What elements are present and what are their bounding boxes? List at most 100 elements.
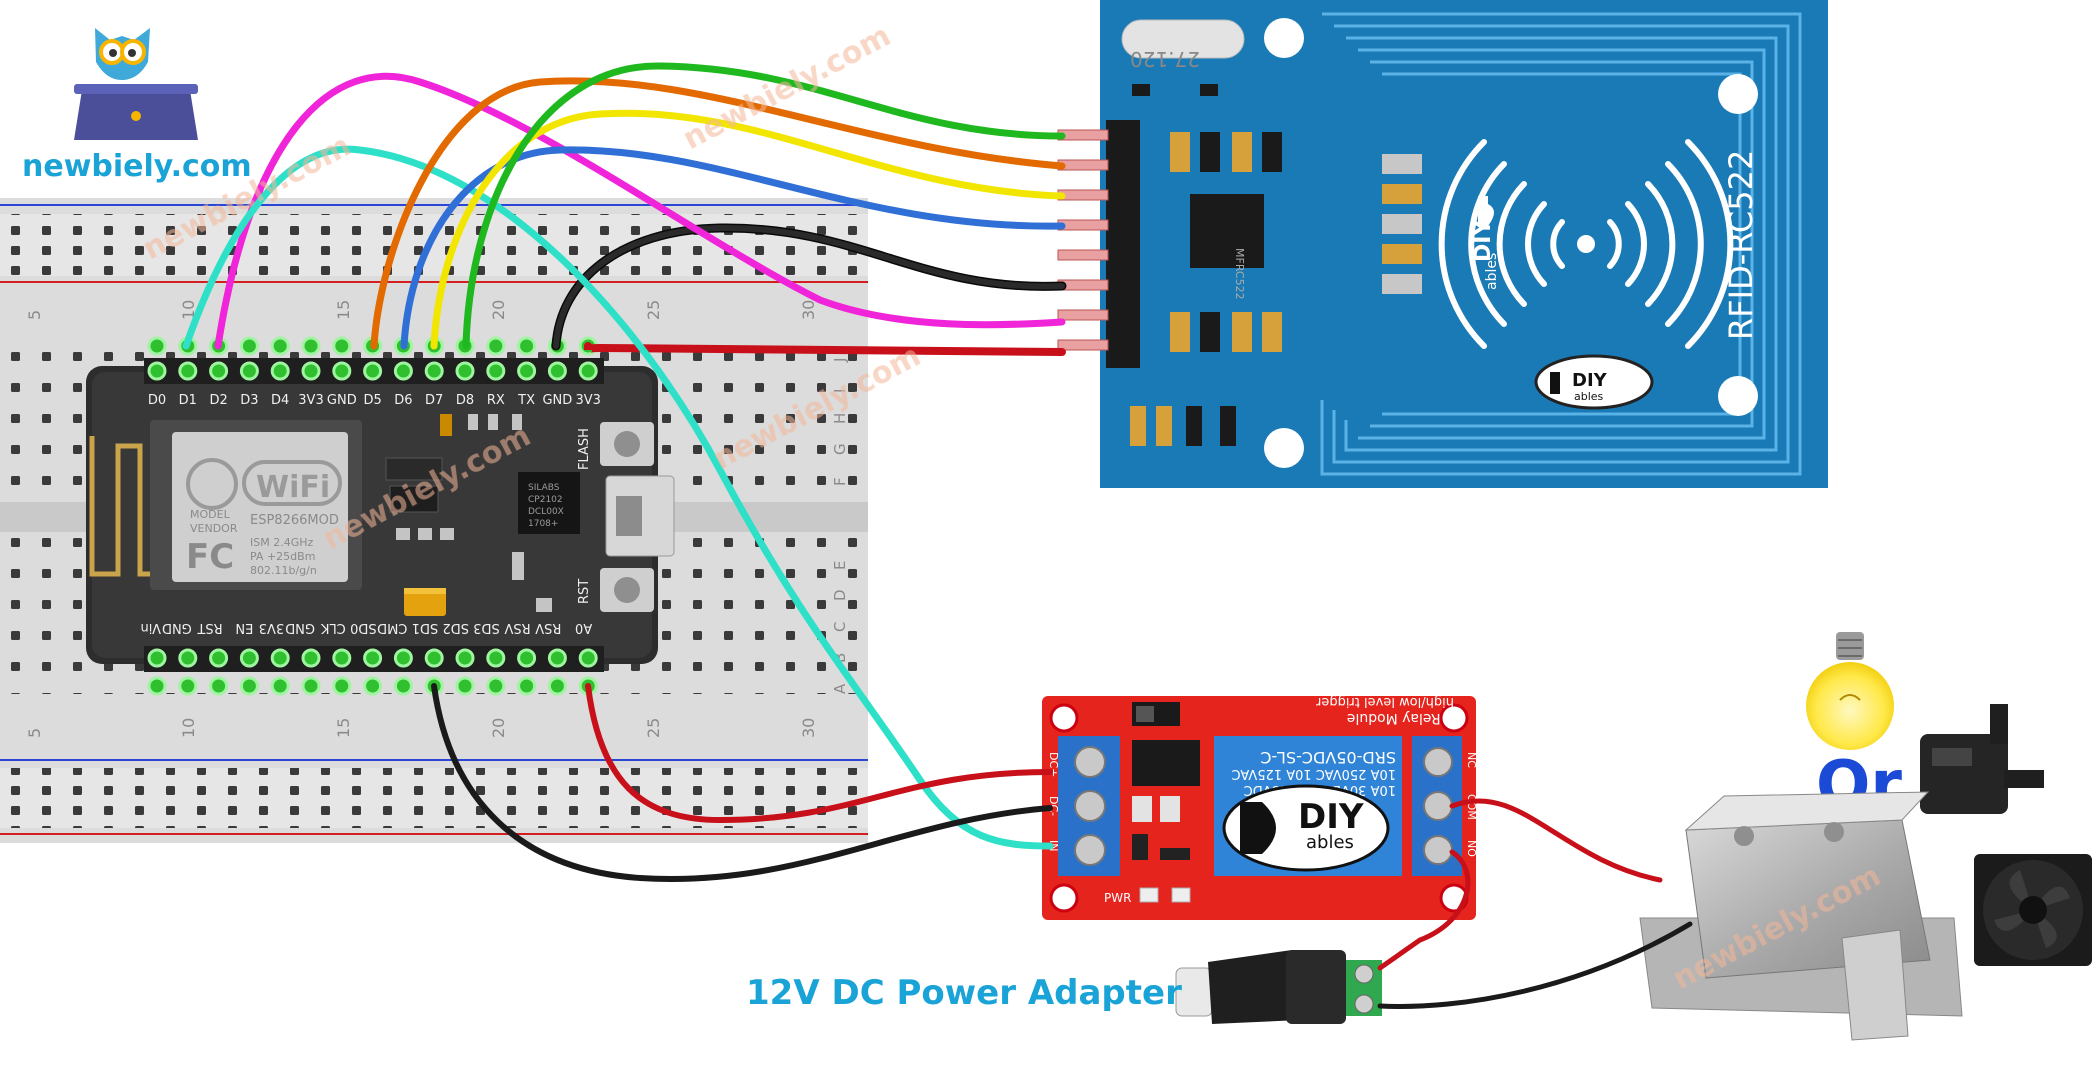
relay-title: 1 Relay Module: [1347, 710, 1454, 726]
wire-blue: [400, 146, 1066, 350]
bottom-pin-hole: [209, 676, 229, 696]
col-number: 5: [25, 728, 44, 738]
rfid-logo-sub: ables: [1484, 253, 1500, 290]
top-pin-hole: [517, 336, 537, 356]
module-line: ESP8266MOD: [250, 513, 339, 528]
top-pin-label: GND: [542, 393, 572, 408]
water-pump-icon: [1920, 704, 2044, 814]
col-number: 10: [179, 718, 198, 738]
input-terminal-block: [1058, 736, 1120, 876]
top-pin-label: D2: [209, 393, 227, 408]
top-pin-pad: [393, 361, 413, 381]
module-line: 802.11b/g/n: [250, 564, 317, 577]
pwr-led: PWR: [1104, 887, 1191, 905]
bottom-pin-pad: [486, 648, 506, 668]
top-pin-label: GND: [327, 393, 357, 408]
top-pin-label: D1: [179, 393, 197, 408]
breadboard-column-numbers-bottom: 5 10 15 20 25 30: [25, 718, 818, 738]
relay-subtitle: high/low level trigger: [1315, 694, 1454, 709]
row-letter: H: [831, 413, 849, 424]
relay-module: 1 Relay Module high/low level trigger DC…: [1042, 694, 1478, 920]
wire-green: [462, 62, 1066, 350]
col-number: 25: [644, 300, 663, 320]
relay-logo-sub: ables: [1306, 832, 1354, 853]
rst-button[interactable]: [600, 568, 654, 612]
bottom-pin-pad: [301, 648, 321, 668]
rfid-rc522-board: RFID-RC522 DIY ables DIY ables 27.120 MF…: [1057, 0, 1828, 488]
wire-magenta: [214, 72, 1066, 350]
relay-pin-in: IN: [1047, 840, 1060, 851]
bottom-pin-label: EN: [235, 620, 253, 635]
solenoid-lock-icon: [1639, 791, 1963, 1041]
relay-line: 10A 250VAC 10A 125VAC: [1232, 766, 1397, 781]
row-letter: G: [831, 443, 849, 455]
bottom-pin-hole: [270, 676, 290, 696]
top-pin-label: D6: [394, 393, 412, 408]
rfid-label: RFID-RC522: [1722, 150, 1760, 340]
top-pin-hole: [270, 336, 290, 356]
flash-label: FLASH: [577, 428, 592, 470]
top-pin-pad: [578, 361, 598, 381]
bottom-pin-hole: [517, 676, 537, 696]
module-line: MODEL: [190, 508, 231, 521]
bottom-pin-label: Vin: [141, 620, 161, 635]
bottom-pin-pad: [239, 648, 259, 668]
flash-button[interactable]: [600, 422, 654, 466]
top-pin-pad: [363, 361, 383, 381]
rf-waves-icon: [1438, 139, 1734, 349]
diyables-logo-icon: DIY ables: [1471, 196, 1500, 290]
top-pin-label: D3: [240, 393, 258, 408]
wire-orange: [370, 77, 1066, 350]
row-letter: E: [831, 561, 849, 570]
usb-uart-chip: SILABS CP2102 DCL00X 1708+: [518, 472, 580, 534]
bottom-pin-hole: [178, 676, 198, 696]
wifi-logo-icon: WiFi: [186, 458, 342, 510]
bottom-pin-pad: [270, 648, 290, 668]
micro-usb-port: [605, 475, 675, 557]
rfid-logo-text: DIY: [1471, 219, 1496, 262]
bottom-pin-pad: [147, 648, 167, 668]
mfrc522-chip: MFRC522: [1190, 194, 1264, 300]
top-pin-label: TX: [517, 393, 535, 408]
top-pin-label: D7: [425, 393, 443, 408]
top-pin-pad: [332, 361, 352, 381]
row-letter: J: [831, 358, 849, 363]
top-pin-hole: [147, 336, 167, 356]
owl-laptop-icon: [74, 28, 198, 140]
oval-logo-sub: ables: [1574, 390, 1604, 403]
top-pin-pad: [486, 361, 506, 381]
rfid-pin-header: [1057, 120, 1140, 368]
col-number: 10: [179, 300, 198, 320]
cooling-fan-icon: [1974, 854, 2092, 966]
bottom-pin-hole: [363, 676, 383, 696]
crystal-label: 27.120: [1130, 47, 1200, 71]
relay-pin-dc-minus: DC-: [1047, 796, 1060, 816]
wire-red-com: [1449, 798, 1663, 883]
row-letter: D: [831, 589, 849, 601]
top-pin-pad: [455, 361, 475, 381]
top-pin-pad: [209, 361, 229, 381]
relay-line: SRD-05VDC-SL-C: [1260, 748, 1396, 767]
bottom-pin-label: RSV: [504, 620, 530, 635]
chip-line: 1708+: [528, 519, 558, 529]
chip-line: CP2102: [528, 495, 563, 505]
top-pin-pad: [270, 361, 290, 381]
row-letter: A: [831, 683, 849, 694]
top-pin-pad: [147, 361, 167, 381]
top-pin-pad: [424, 361, 444, 381]
bottom-pin-hole: [547, 676, 567, 696]
rfid-components: [1130, 84, 1422, 446]
bottom-pin-hole: [147, 676, 167, 696]
bottom-pin-label: A0: [575, 620, 592, 635]
row-letter: C: [831, 622, 849, 632]
bottom-pin-pad: [393, 648, 413, 668]
wires: [182, 62, 1693, 1009]
bottom-pin-hole: [239, 676, 259, 696]
module-line: PA +25dBm: [250, 550, 315, 563]
brand-logo: newbiely.com: [22, 28, 252, 184]
bottom-pin-label: CLK: [320, 620, 345, 635]
wire-red-3v3: [584, 342, 1066, 356]
